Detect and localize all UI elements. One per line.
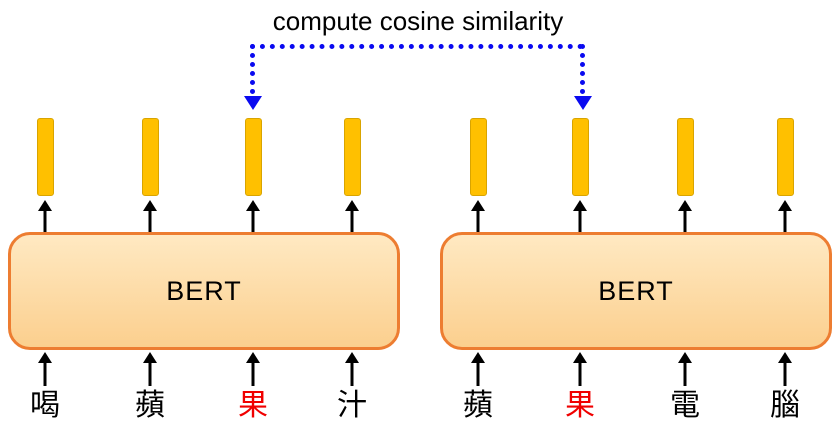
bert-label: BERT: [166, 275, 242, 306]
input-token: 果: [565, 389, 595, 422]
input-token: 果: [238, 389, 268, 422]
down-arrowhead-icon: [244, 96, 262, 110]
input-token: 腦: [770, 389, 800, 422]
embedding-bar: [572, 118, 589, 196]
embedding-bar: [470, 118, 487, 196]
output-arrow: [471, 200, 485, 232]
output-arrow: [143, 200, 157, 232]
input-arrow: [573, 352, 587, 386]
input-arrow: [778, 352, 792, 386]
embedding-bar: [142, 118, 159, 196]
input-token: 喝: [30, 389, 60, 422]
output-arrow: [345, 200, 359, 232]
cosine-connector-left-line: [250, 44, 255, 94]
bert-box-right: BERT: [440, 232, 832, 350]
cosine-connector-horizontal-line: [250, 44, 583, 49]
input-token: 電: [670, 389, 700, 422]
input-arrow: [345, 352, 359, 386]
output-arrow: [246, 200, 260, 232]
output-arrow: [38, 200, 52, 232]
cosine-connector-right-line: [580, 44, 585, 94]
input-token: 蘋: [135, 389, 165, 422]
input-arrow: [246, 352, 260, 386]
embedding-bar: [245, 118, 262, 196]
input-arrow: [38, 352, 52, 386]
input-token: 汁: [337, 389, 367, 422]
down-arrowhead-icon: [574, 96, 592, 110]
diagram-title: compute cosine similarity: [272, 6, 564, 36]
bert-label: BERT: [598, 275, 674, 306]
embedding-bar: [344, 118, 361, 196]
input-token: 蘋: [463, 389, 493, 422]
output-arrow: [778, 200, 792, 232]
output-arrow: [678, 200, 692, 232]
output-arrow: [573, 200, 587, 232]
input-arrow: [143, 352, 157, 386]
embedding-bar: [677, 118, 694, 196]
input-arrow: [678, 352, 692, 386]
embedding-bar: [777, 118, 794, 196]
bert-box-left: BERT: [8, 232, 400, 350]
embedding-bar: [37, 118, 54, 196]
input-arrow: [471, 352, 485, 386]
